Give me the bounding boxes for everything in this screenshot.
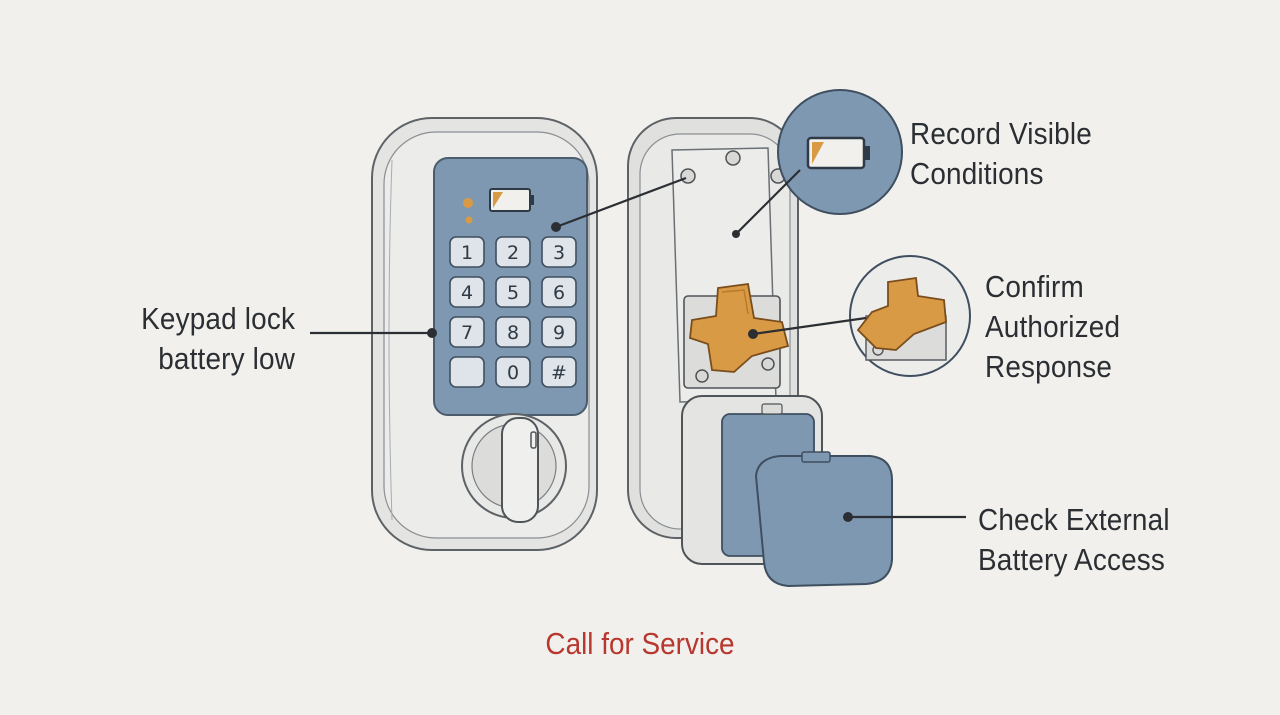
keypad-key-label: # [551, 362, 567, 384]
keypad-key: 7 [449, 316, 485, 348]
battery-zoom-callout [777, 89, 903, 215]
keypad-key-label: 3 [553, 242, 565, 264]
latch-zoom-callout [849, 255, 971, 377]
keypad-key-label: 9 [553, 322, 565, 344]
keypad-keys: 1 2 3 4 5 6 7 8 9 0 # [449, 236, 577, 388]
record-label-line1: Record Visible [910, 116, 1092, 151]
keypad-key: 3 [541, 236, 577, 268]
keypad-key: 6 [541, 276, 577, 308]
battery-access-label-line1: Check External [978, 502, 1170, 537]
confirm-label-line2: Authorized [985, 309, 1121, 344]
latch-icon [689, 282, 790, 373]
callout-leaders [310, 169, 966, 519]
keypad-key-label: 1 [461, 242, 473, 264]
keypad-key: 5 [495, 276, 531, 308]
keypad-label-line1: Keypad lock [141, 301, 295, 336]
record-conditions-label: Record Visible Conditions [910, 114, 1092, 194]
low-battery-icon [489, 188, 534, 212]
keypad-key-label: 2 [507, 242, 519, 264]
confirm-label-line3: Response [985, 349, 1113, 384]
confirm-label-line1: Confirm [985, 269, 1084, 304]
lock-rear-assembly [627, 117, 893, 588]
keypad-key [449, 356, 485, 388]
callout-dots [427, 222, 853, 522]
keypad-key: 2 [495, 236, 531, 268]
keypad-key-label: 5 [507, 282, 519, 304]
battery-access-label: Check External Battery Access [978, 500, 1170, 580]
keypad-key-label: 8 [507, 322, 519, 344]
call-for-service-text: Call for Service [545, 626, 735, 661]
keypad-key-label: 0 [507, 362, 519, 384]
confirm-response-label: Confirm Authorized Response [985, 267, 1120, 387]
keypad-key-label: 4 [461, 282, 473, 304]
status-led-small-icon [465, 216, 473, 224]
battery-access-label-line2: Battery Access [978, 542, 1166, 577]
keypad-key-label: 6 [553, 282, 565, 304]
hand-turning-latch-icon [856, 276, 947, 351]
keypad-key-label: 7 [461, 322, 473, 344]
keypad-key: # [541, 356, 577, 388]
thumb-turn [461, 413, 567, 523]
keypad-key: 8 [495, 316, 531, 348]
status-led-icon [463, 198, 473, 208]
keypad-label-line2: battery low [158, 341, 295, 376]
keypad-key: 4 [449, 276, 485, 308]
battery-cover [754, 451, 893, 588]
keypad-key: 0 [495, 356, 531, 388]
record-label-line2: Conditions [910, 156, 1044, 191]
keypad-lock-label: Keypad lock battery low [141, 299, 295, 379]
keypad-key: 9 [541, 316, 577, 348]
keypad-key: 1 [449, 236, 485, 268]
keypad-lock-front: 1 2 3 4 5 6 7 8 9 0 # [371, 117, 598, 551]
